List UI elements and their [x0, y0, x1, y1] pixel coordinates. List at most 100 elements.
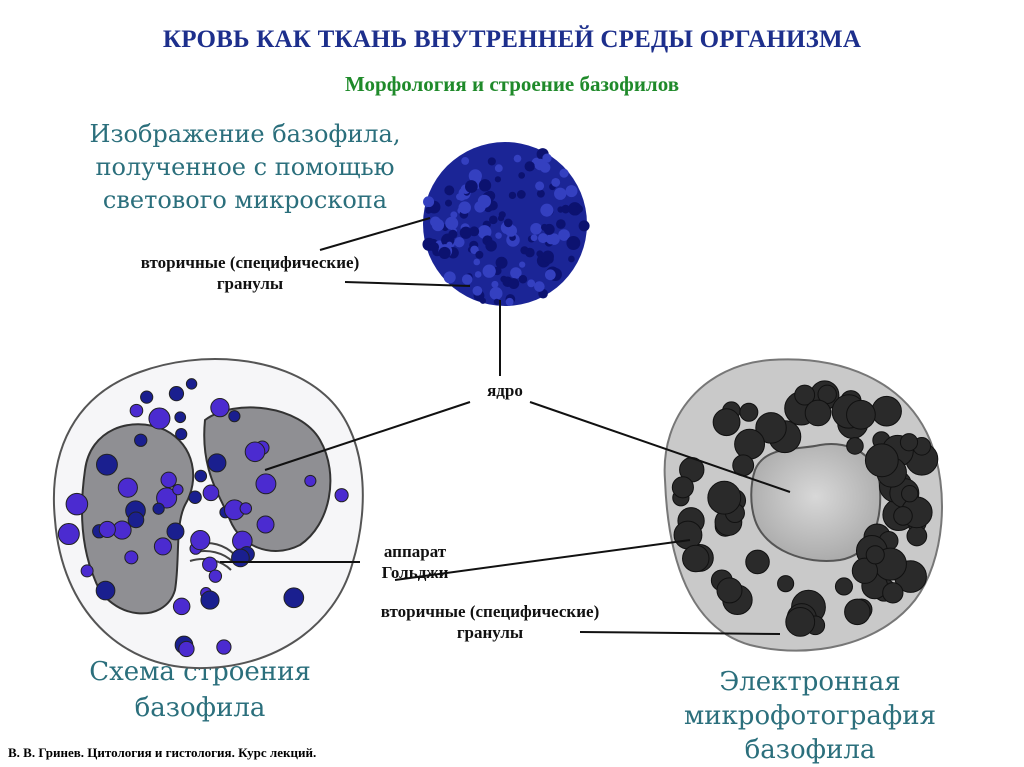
- granule: [508, 278, 519, 289]
- granule: [456, 193, 463, 200]
- light-microscope-basophil: [422, 142, 589, 306]
- granule: [169, 387, 183, 401]
- granule: [209, 570, 221, 582]
- granule: [531, 234, 538, 241]
- granule: [495, 176, 501, 182]
- granule: [488, 157, 496, 165]
- granule: [674, 521, 702, 549]
- granule: [746, 550, 770, 574]
- granule: [541, 224, 548, 231]
- granule: [445, 217, 458, 230]
- granule: [130, 404, 143, 417]
- granule: [490, 287, 503, 300]
- granule: [462, 274, 472, 284]
- granule: [900, 434, 917, 451]
- granule: [713, 409, 740, 436]
- granule: [568, 256, 575, 263]
- granule: [527, 279, 535, 287]
- granule: [161, 472, 176, 487]
- granule: [483, 265, 496, 278]
- granule: [717, 578, 742, 603]
- granule: [232, 549, 250, 567]
- granule: [491, 281, 498, 288]
- granule: [708, 481, 741, 514]
- granule: [504, 219, 513, 228]
- granule: [135, 434, 147, 446]
- granule: [786, 607, 815, 636]
- granule: [195, 470, 207, 482]
- granule: [473, 286, 483, 296]
- granule: [478, 195, 491, 208]
- granule: [118, 478, 137, 497]
- granule: [556, 219, 566, 229]
- granule: [520, 246, 528, 254]
- granule: [907, 526, 927, 546]
- granule: [865, 444, 898, 477]
- granule: [179, 641, 194, 656]
- granule: [99, 521, 115, 537]
- granule: [566, 185, 578, 197]
- granule: [175, 412, 186, 423]
- granule: [554, 188, 566, 200]
- granule: [506, 298, 514, 306]
- granule: [439, 247, 451, 259]
- granule: [430, 216, 441, 227]
- granule: [97, 454, 118, 475]
- granule: [519, 262, 525, 268]
- scheme-basophil: [54, 359, 363, 668]
- granule: [240, 503, 251, 514]
- granule: [423, 196, 434, 207]
- granule: [683, 545, 709, 571]
- granule: [444, 185, 454, 195]
- granule: [480, 298, 486, 304]
- granule: [551, 178, 560, 187]
- granule: [173, 485, 183, 495]
- granule: [847, 400, 876, 429]
- granule: [154, 538, 171, 555]
- granule: [540, 204, 553, 217]
- granule: [499, 211, 506, 218]
- granule: [805, 400, 831, 426]
- granule: [201, 591, 219, 609]
- granule: [58, 524, 79, 545]
- granule: [257, 516, 274, 533]
- granule: [203, 485, 219, 501]
- granule: [256, 474, 276, 494]
- granule: [475, 271, 482, 278]
- granule: [519, 275, 528, 284]
- granule: [902, 486, 918, 502]
- granule: [847, 438, 864, 455]
- granule: [153, 503, 164, 514]
- granule: [545, 269, 556, 280]
- granule: [566, 236, 580, 250]
- granule: [740, 403, 758, 421]
- granule: [735, 429, 765, 459]
- electron-basophil: [665, 359, 942, 650]
- granule: [176, 428, 187, 439]
- granule: [167, 523, 184, 540]
- granule: [542, 153, 551, 162]
- granule: [229, 411, 240, 422]
- granule: [479, 179, 491, 191]
- granule: [444, 271, 456, 283]
- granule: [514, 155, 522, 163]
- granule: [475, 251, 483, 259]
- granule: [128, 512, 144, 528]
- granule: [461, 157, 469, 165]
- granule: [458, 201, 470, 213]
- granule: [465, 180, 478, 193]
- granule: [445, 200, 452, 207]
- granule: [186, 379, 196, 389]
- granule: [672, 477, 693, 498]
- granule: [473, 259, 480, 266]
- granule: [494, 299, 500, 305]
- granule: [149, 408, 170, 429]
- granule: [866, 546, 884, 564]
- granule: [217, 640, 231, 654]
- granule: [883, 583, 903, 603]
- granule: [517, 190, 526, 199]
- granule: [530, 223, 542, 235]
- granule: [96, 581, 115, 600]
- granule: [518, 172, 525, 179]
